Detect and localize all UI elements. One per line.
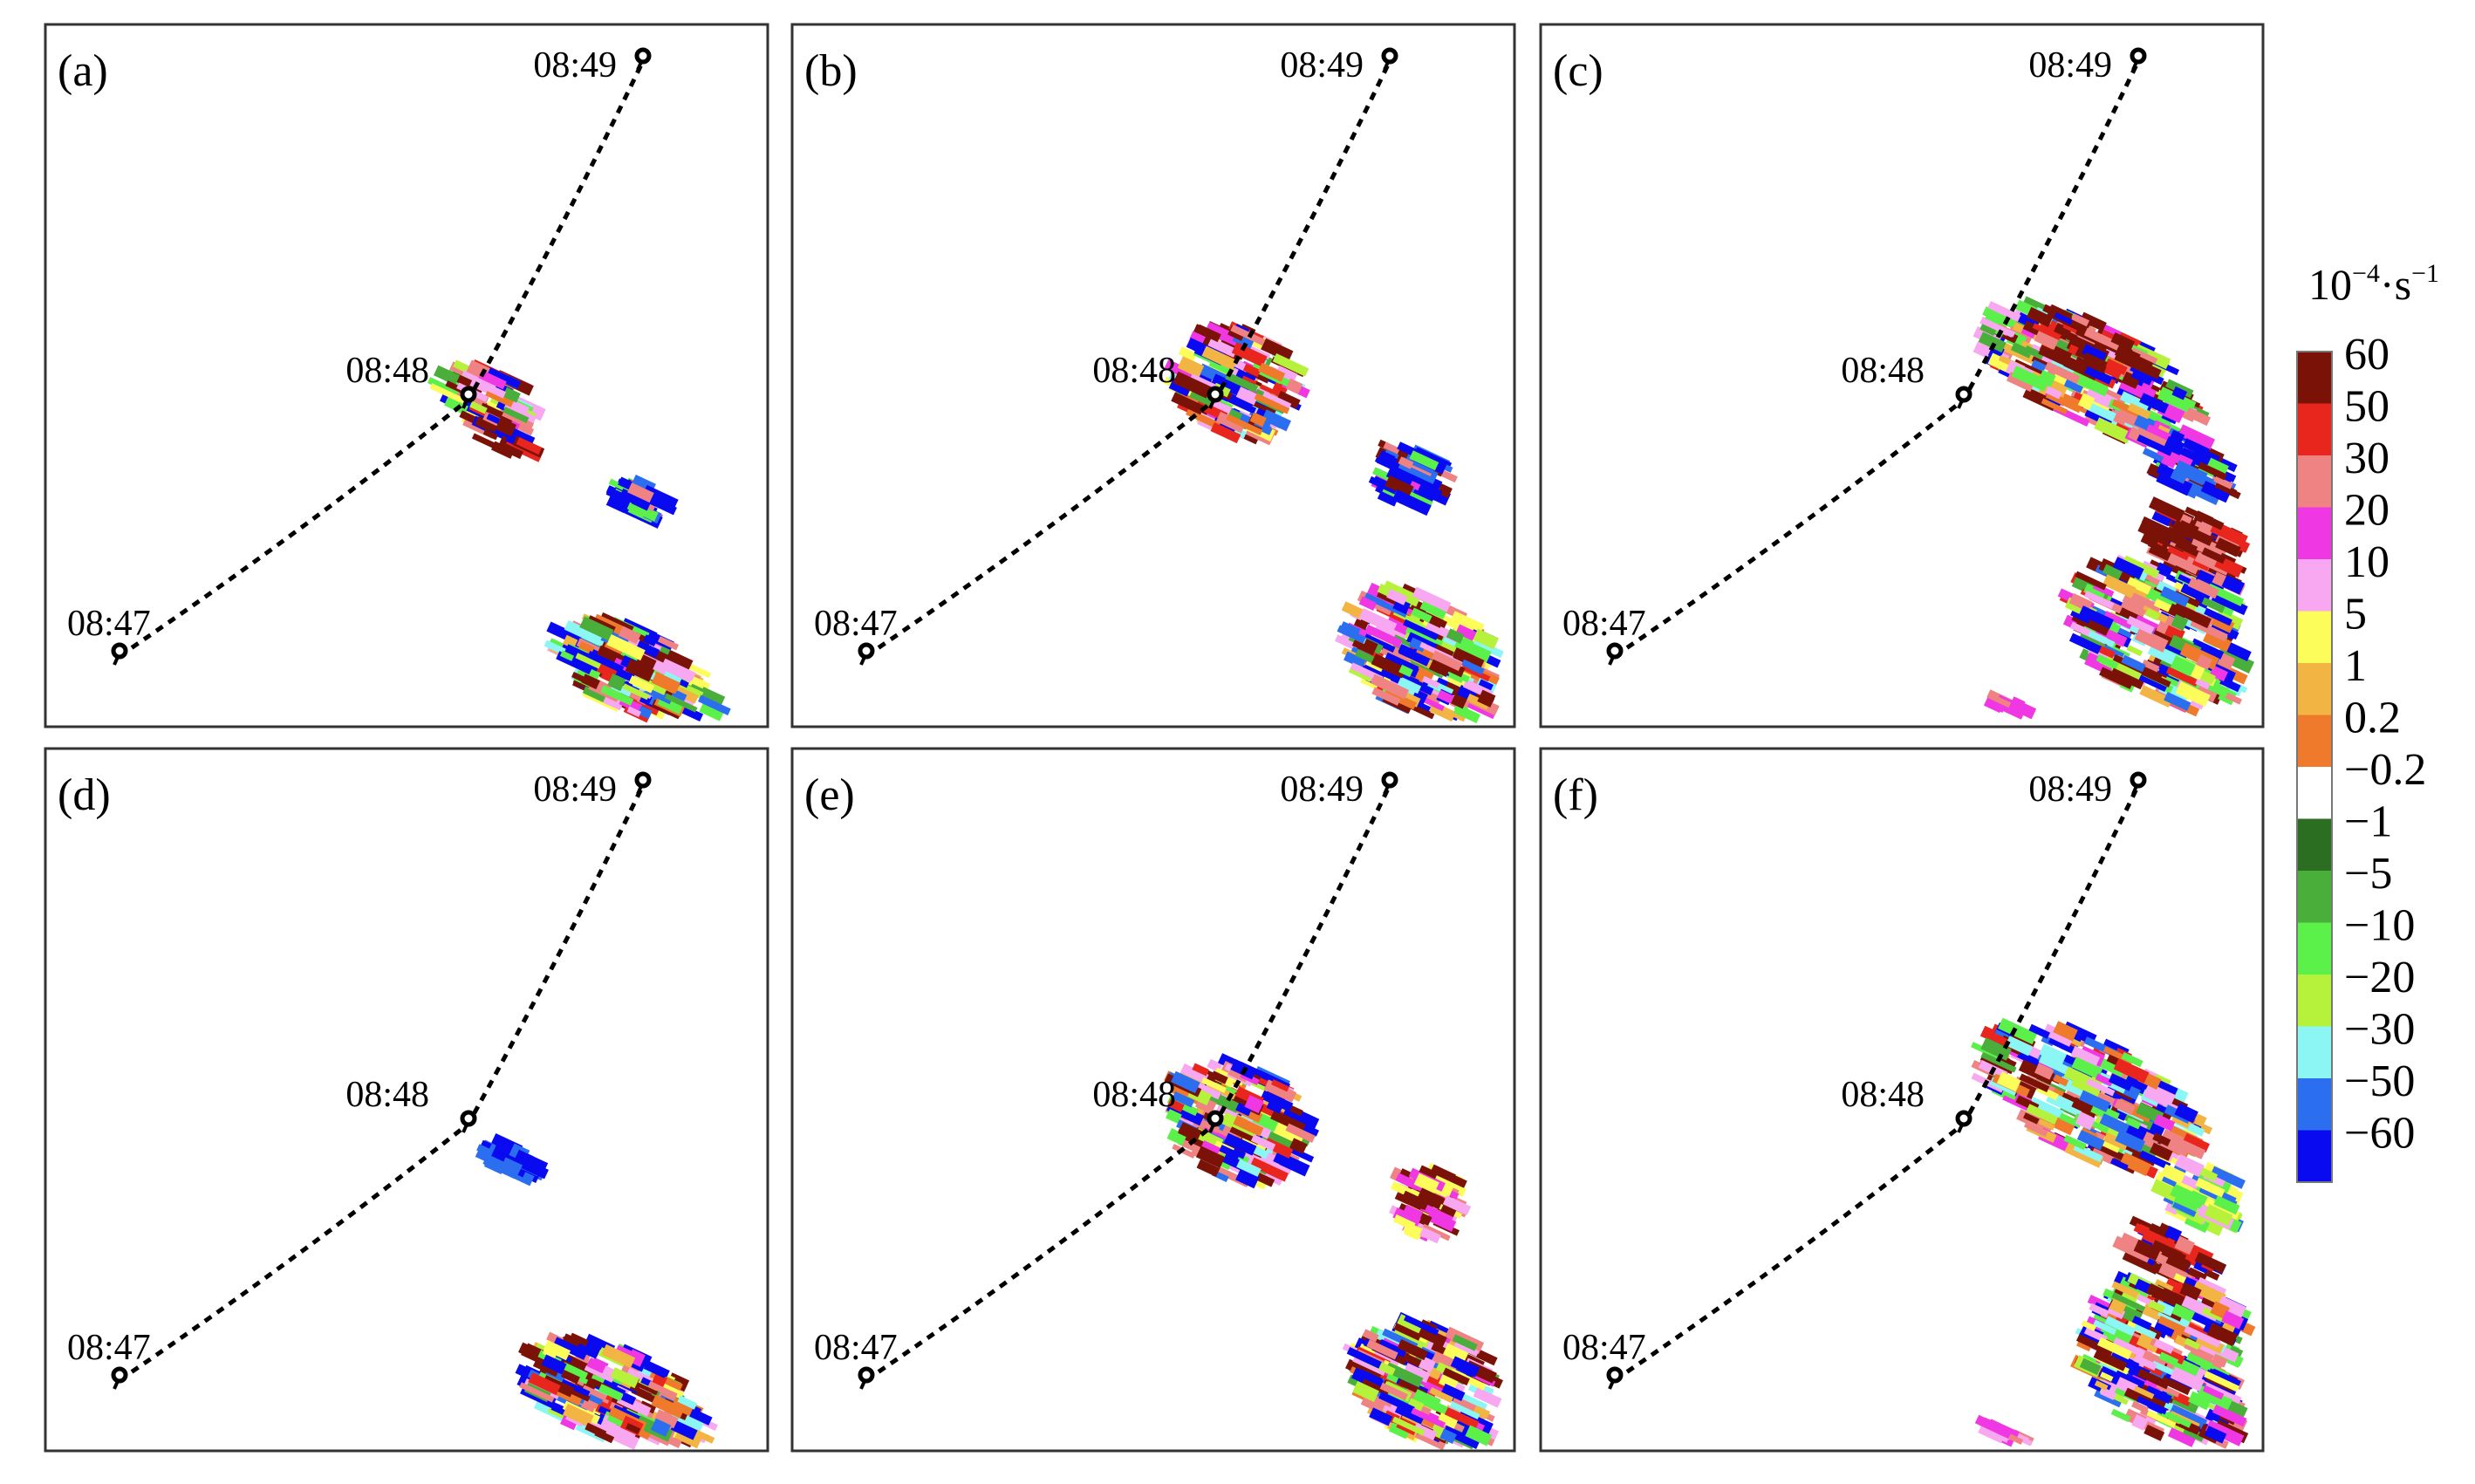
track-marker bbox=[111, 642, 128, 666]
colorbar-swatch bbox=[2297, 403, 2332, 456]
colorbar-tick-label: 20 bbox=[2344, 486, 2390, 536]
panel-label: (b) bbox=[804, 46, 858, 96]
time-label: 08:49 bbox=[2028, 45, 2112, 85]
time-label: 08:47 bbox=[1562, 604, 1646, 644]
colorbar-tick-label: −5 bbox=[2344, 849, 2392, 899]
panel-frame bbox=[44, 23, 769, 728]
colorbar-swatch bbox=[2297, 1078, 2332, 1131]
colorbar-swatch bbox=[2297, 611, 2332, 664]
colorbar-swatch bbox=[2297, 507, 2332, 560]
track-marker bbox=[2130, 47, 2147, 71]
track-marker bbox=[2130, 771, 2147, 795]
panel-frame bbox=[790, 23, 1516, 728]
panel-label: (c) bbox=[1553, 46, 1603, 96]
time-label: 08:48 bbox=[1092, 1075, 1176, 1115]
colorbar-tick-label: 0.2 bbox=[2344, 694, 2401, 743]
panel-frame bbox=[790, 747, 1516, 1453]
track-marker bbox=[1606, 642, 1624, 666]
track-marker bbox=[460, 386, 477, 409]
colorbar-swatch bbox=[2297, 1026, 2332, 1079]
colorbar-tick-label: 30 bbox=[2344, 434, 2390, 483]
colorbar-swatch bbox=[2297, 663, 2332, 715]
track-marker bbox=[1207, 386, 1224, 409]
panel-b: 08:47 08:48 08:49 (b) bbox=[790, 23, 1516, 728]
colorbar-tick-label: −20 bbox=[2344, 953, 2415, 1002]
track-marker bbox=[1381, 771, 1398, 795]
track-marker bbox=[111, 1366, 128, 1390]
panel-label: (d) bbox=[58, 770, 111, 820]
colorbar-swatch bbox=[2297, 975, 2332, 1027]
time-label: 08:49 bbox=[533, 45, 617, 85]
time-label: 08:47 bbox=[814, 604, 898, 644]
panel-label: (a) bbox=[58, 46, 108, 96]
colorbar-unit: 10−4·s−1 bbox=[2308, 259, 2439, 309]
colorbar-swatch bbox=[2297, 715, 2332, 768]
panel-label: (e) bbox=[804, 770, 855, 820]
time-label: 08:48 bbox=[345, 1075, 429, 1115]
time-label: 08:49 bbox=[1280, 45, 1364, 85]
time-label: 08:48 bbox=[1092, 351, 1176, 391]
colorbar-tick-label: −10 bbox=[2344, 901, 2415, 951]
colorbar-tick-label: 10 bbox=[2344, 537, 2390, 587]
panel-frame bbox=[1539, 23, 2265, 728]
colorbar-tick-label: −60 bbox=[2344, 1109, 2415, 1159]
time-label: 08:49 bbox=[533, 769, 617, 810]
colorbar-tick-label: 50 bbox=[2344, 382, 2390, 432]
time-label: 08:49 bbox=[1280, 769, 1364, 810]
colorbar-swatch bbox=[2297, 1130, 2332, 1183]
panel-label: (f) bbox=[1553, 770, 1598, 820]
time-label: 08:48 bbox=[345, 351, 429, 391]
track-marker bbox=[460, 1110, 477, 1133]
panel-e: 08:47 08:48 08:49 (e) bbox=[790, 747, 1516, 1453]
colorbar-swatch bbox=[2297, 352, 2332, 404]
colorbar-tick-label: 5 bbox=[2344, 590, 2367, 639]
track-marker bbox=[1606, 1366, 1624, 1390]
colorbar-swatch bbox=[2297, 455, 2332, 508]
panel-c: 08:47 08:48 08:49 (c) bbox=[1539, 23, 2265, 728]
colorbar-tick-label: 60 bbox=[2344, 330, 2390, 380]
colorbar-tick-label: 1 bbox=[2344, 641, 2367, 691]
time-label: 08:47 bbox=[67, 604, 151, 644]
colorbar-swatch bbox=[2297, 818, 2332, 872]
panel-frame bbox=[44, 747, 769, 1453]
colorbar-swatch bbox=[2297, 922, 2332, 975]
panel-f: 08:47 08:48 08:49 (f) bbox=[1539, 747, 2265, 1453]
panel-a: 08:47 08:48 08:49 (a) bbox=[44, 23, 769, 728]
time-label: 08:47 bbox=[67, 1328, 151, 1368]
colorbar-swatch bbox=[2297, 767, 2332, 819]
track-marker bbox=[858, 642, 875, 666]
colorbar-swatch bbox=[2297, 559, 2332, 612]
time-label: 08:47 bbox=[1562, 1328, 1646, 1368]
time-label: 08:49 bbox=[2028, 769, 2112, 810]
time-label: 08:47 bbox=[814, 1328, 898, 1368]
panel-d: 08:47 08:48 08:49 (d) bbox=[44, 747, 769, 1453]
colorbar-tick-label: −1 bbox=[2344, 797, 2392, 847]
track-marker bbox=[1207, 1110, 1224, 1133]
track-marker bbox=[1955, 386, 1972, 409]
colorbar: 10−4·s−1 6050302010510.2−0.2−1−5−10−20−30… bbox=[2296, 259, 2439, 1183]
panel-frame bbox=[1539, 747, 2265, 1453]
time-label: 08:48 bbox=[1841, 1075, 1925, 1115]
track-marker bbox=[1955, 1110, 1972, 1133]
track-marker bbox=[858, 1366, 875, 1390]
colorbar-swatch bbox=[2297, 871, 2332, 923]
colorbar-tick-label: −0.2 bbox=[2344, 745, 2426, 795]
track-marker bbox=[1381, 47, 1398, 71]
time-label: 08:48 bbox=[1841, 351, 1925, 391]
track-marker bbox=[634, 47, 652, 71]
track-marker bbox=[634, 771, 652, 795]
colorbar-tick-label: −50 bbox=[2344, 1057, 2415, 1106]
colorbar-tick-label: −30 bbox=[2344, 1005, 2415, 1055]
